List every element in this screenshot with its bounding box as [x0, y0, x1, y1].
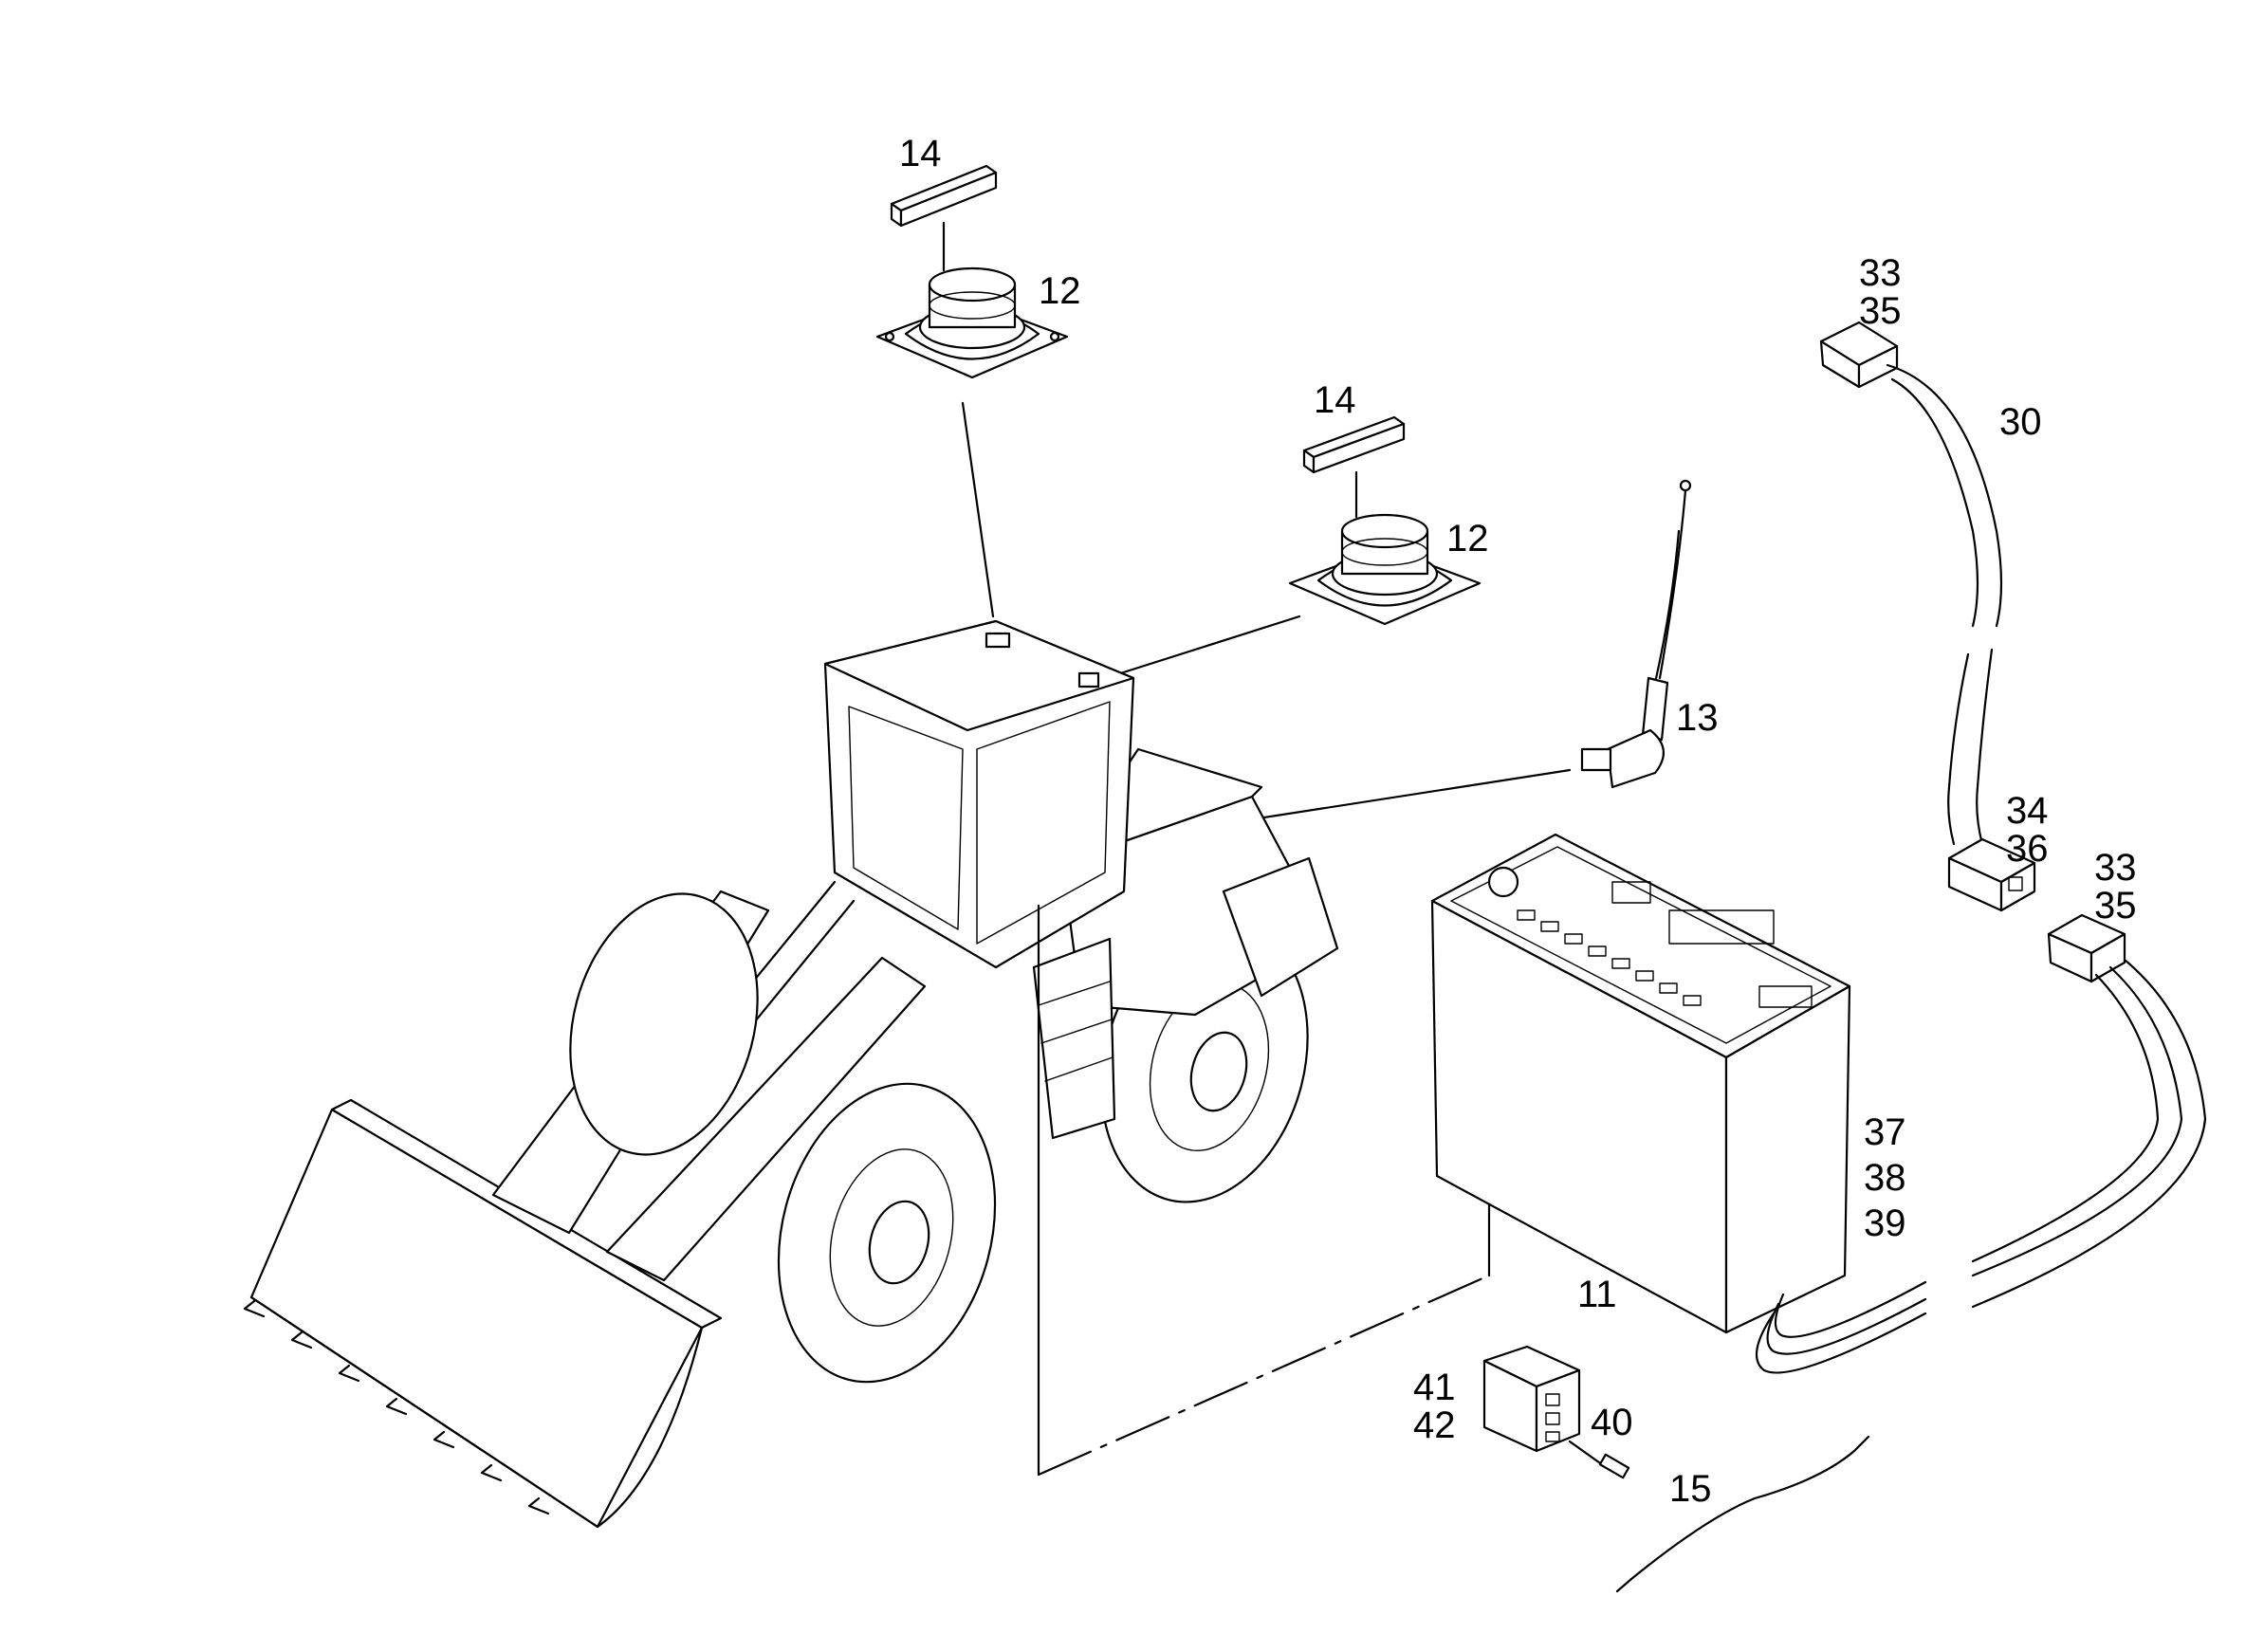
callout-42: 42	[1413, 1404, 1456, 1446]
callout-13: 13	[1676, 697, 1719, 739]
callout-14-second: 14	[1314, 379, 1356, 421]
bucket-teeth	[243, 1299, 550, 1515]
antenna-cable	[1819, 321, 2036, 912]
callout-41: 41	[1413, 1367, 1456, 1408]
antenna	[1122, 479, 1692, 841]
callout-12-second: 12	[1446, 518, 1489, 560]
radio-buttons	[1517, 881, 1813, 1008]
foam-strip-second	[1302, 415, 1406, 519]
callout-36: 36	[2006, 828, 2049, 870]
radio-unit	[1430, 833, 1927, 1374]
foam-strip-top	[890, 164, 998, 272]
callout-14-top: 14	[899, 133, 942, 174]
connector-housing	[1482, 1345, 1630, 1479]
leader-lines	[1037, 904, 1491, 1477]
callout-12-top: 12	[1039, 270, 1081, 312]
callout-34-36: 34 36	[2006, 792, 2049, 868]
wheel-loader	[243, 619, 1339, 1529]
callout-35-top: 35	[1859, 290, 1902, 332]
callout-33-top: 33	[1859, 252, 1902, 294]
callout-37: 37	[1864, 1111, 1906, 1153]
callout-39: 39	[1864, 1202, 1906, 1244]
power-cable	[1971, 913, 2207, 1309]
callout-41-42: 41 42	[1413, 1368, 1456, 1444]
callout-35-right: 35	[2094, 885, 2137, 927]
loudspeaker-second	[1113, 513, 1482, 677]
callout-11: 11	[1577, 1274, 1617, 1315]
callout-37-38-39: 37 38 39	[1864, 1110, 1906, 1246]
loudspeaker-top	[875, 266, 1069, 618]
callout-40: 40	[1591, 1402, 1633, 1443]
callout-33-35-right: 33 35	[2094, 849, 2137, 925]
callout-15: 15	[1669, 1468, 1712, 1510]
callout-33-right: 33	[2094, 847, 2137, 889]
callout-30: 30	[1999, 401, 2042, 443]
wire-15	[1615, 1435, 1870, 1593]
callout-38: 38	[1864, 1157, 1906, 1199]
callout-33-35-top: 33 35	[1859, 254, 1902, 330]
callout-34: 34	[2006, 790, 2049, 832]
